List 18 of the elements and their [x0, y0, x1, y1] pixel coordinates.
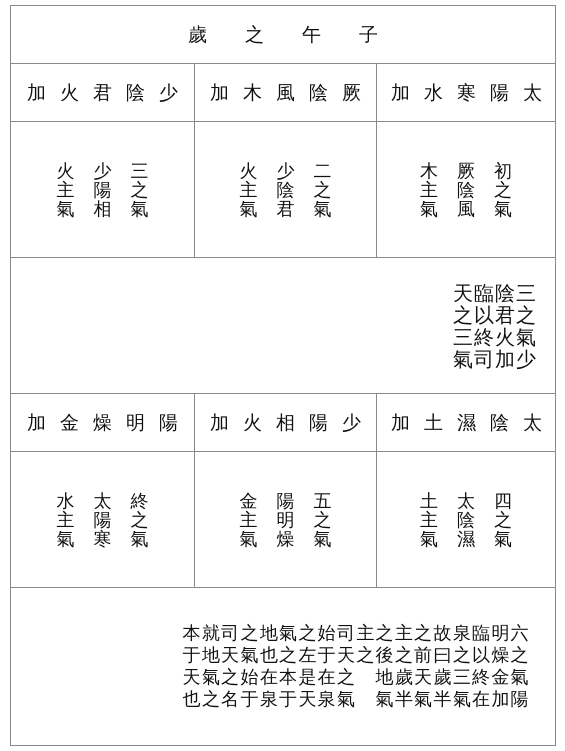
- body-text: 水太終主陽之氣寒氣: [56, 492, 168, 548]
- heading-text: 加金燥明陽: [27, 412, 192, 434]
- body-text: 天臨陰三之以君之三終火氣氣司加少: [453, 282, 538, 370]
- body-text: 火少二主陰之氣君氣: [240, 162, 352, 218]
- heading-text: 加土濕陰太: [391, 412, 556, 434]
- heading-text: 加火君陰少: [27, 82, 192, 104]
- table-cell: [10, 5, 556, 64]
- table-cell: [10, 587, 556, 746]
- body-text: 土太四主陰之氣濕氣: [420, 492, 532, 548]
- body-text: 本就司之地氣之始司主之主之故泉臨明六于地天氣也之左于天之後之前曰之以燥之天氣之始在本是在之 地歲天歲三終金氣也之名于泉于天泉氣 氣半氣半氣在加陽: [182, 623, 531, 711]
- body-text: 金陽五主明之氣燥氣: [240, 492, 352, 548]
- heading-text: 加水寒陽太: [391, 82, 556, 104]
- table-cell: [10, 257, 556, 394]
- title-text: 歲之午子: [188, 24, 416, 46]
- body-text: 木厥初主陰之氣風氣: [420, 162, 532, 218]
- heading-text: 加木風陰厥: [210, 82, 375, 104]
- heading-text: 加火相陽少: [210, 412, 375, 434]
- body-text: 火少三主陽之氣相氣: [56, 162, 168, 218]
